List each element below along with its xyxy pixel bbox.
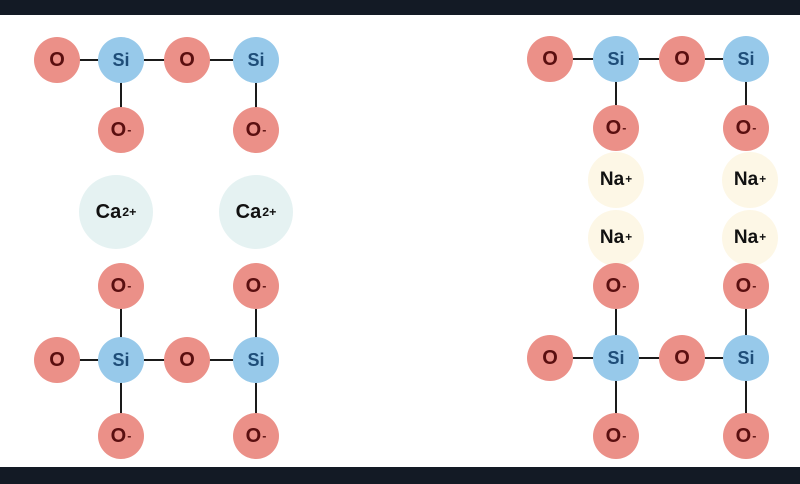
oxygen-ion: O- xyxy=(98,107,144,153)
bond xyxy=(56,59,256,61)
bond xyxy=(56,359,256,361)
oxygen-ion: O- xyxy=(723,105,769,151)
bond xyxy=(550,357,750,359)
oxygen-ion: O- xyxy=(593,105,639,151)
oxygen-atom: O xyxy=(164,337,210,383)
oxygen-atom: O xyxy=(34,37,80,83)
silicon-atom: Si xyxy=(593,36,639,82)
silicon-atom: Si xyxy=(593,335,639,381)
silicon-atom: Si xyxy=(723,335,769,381)
oxygen-ion: O- xyxy=(593,263,639,309)
bond xyxy=(745,58,747,128)
silicon-atom: Si xyxy=(723,36,769,82)
silicon-atom: Si xyxy=(98,37,144,83)
oxygen-ion: O- xyxy=(98,263,144,309)
oxygen-ion: O- xyxy=(593,413,639,459)
silicon-atom: Si xyxy=(233,337,279,383)
oxygen-atom: O xyxy=(164,37,210,83)
bond xyxy=(615,58,617,128)
oxygen-atom: O xyxy=(527,36,573,82)
bond xyxy=(255,59,257,129)
sodium-ion: Na+ xyxy=(588,210,644,266)
oxygen-ion: O- xyxy=(98,413,144,459)
oxygen-ion: O- xyxy=(233,107,279,153)
silicon-atom: Si xyxy=(233,37,279,83)
oxygen-atom: O xyxy=(659,36,705,82)
sodium-ion: Na+ xyxy=(588,152,644,208)
silicon-atom: Si xyxy=(98,337,144,383)
oxygen-ion: O- xyxy=(723,413,769,459)
bond xyxy=(120,59,122,129)
oxygen-ion: O- xyxy=(723,263,769,309)
oxygen-atom: O xyxy=(527,335,573,381)
oxygen-atom: O xyxy=(659,335,705,381)
sodium-ion: Na+ xyxy=(722,152,778,208)
bond xyxy=(550,58,750,60)
oxygen-ion: O- xyxy=(233,413,279,459)
sodium-ion: Na+ xyxy=(722,210,778,266)
oxygen-ion: O- xyxy=(233,263,279,309)
oxygen-atom: O xyxy=(34,337,80,383)
